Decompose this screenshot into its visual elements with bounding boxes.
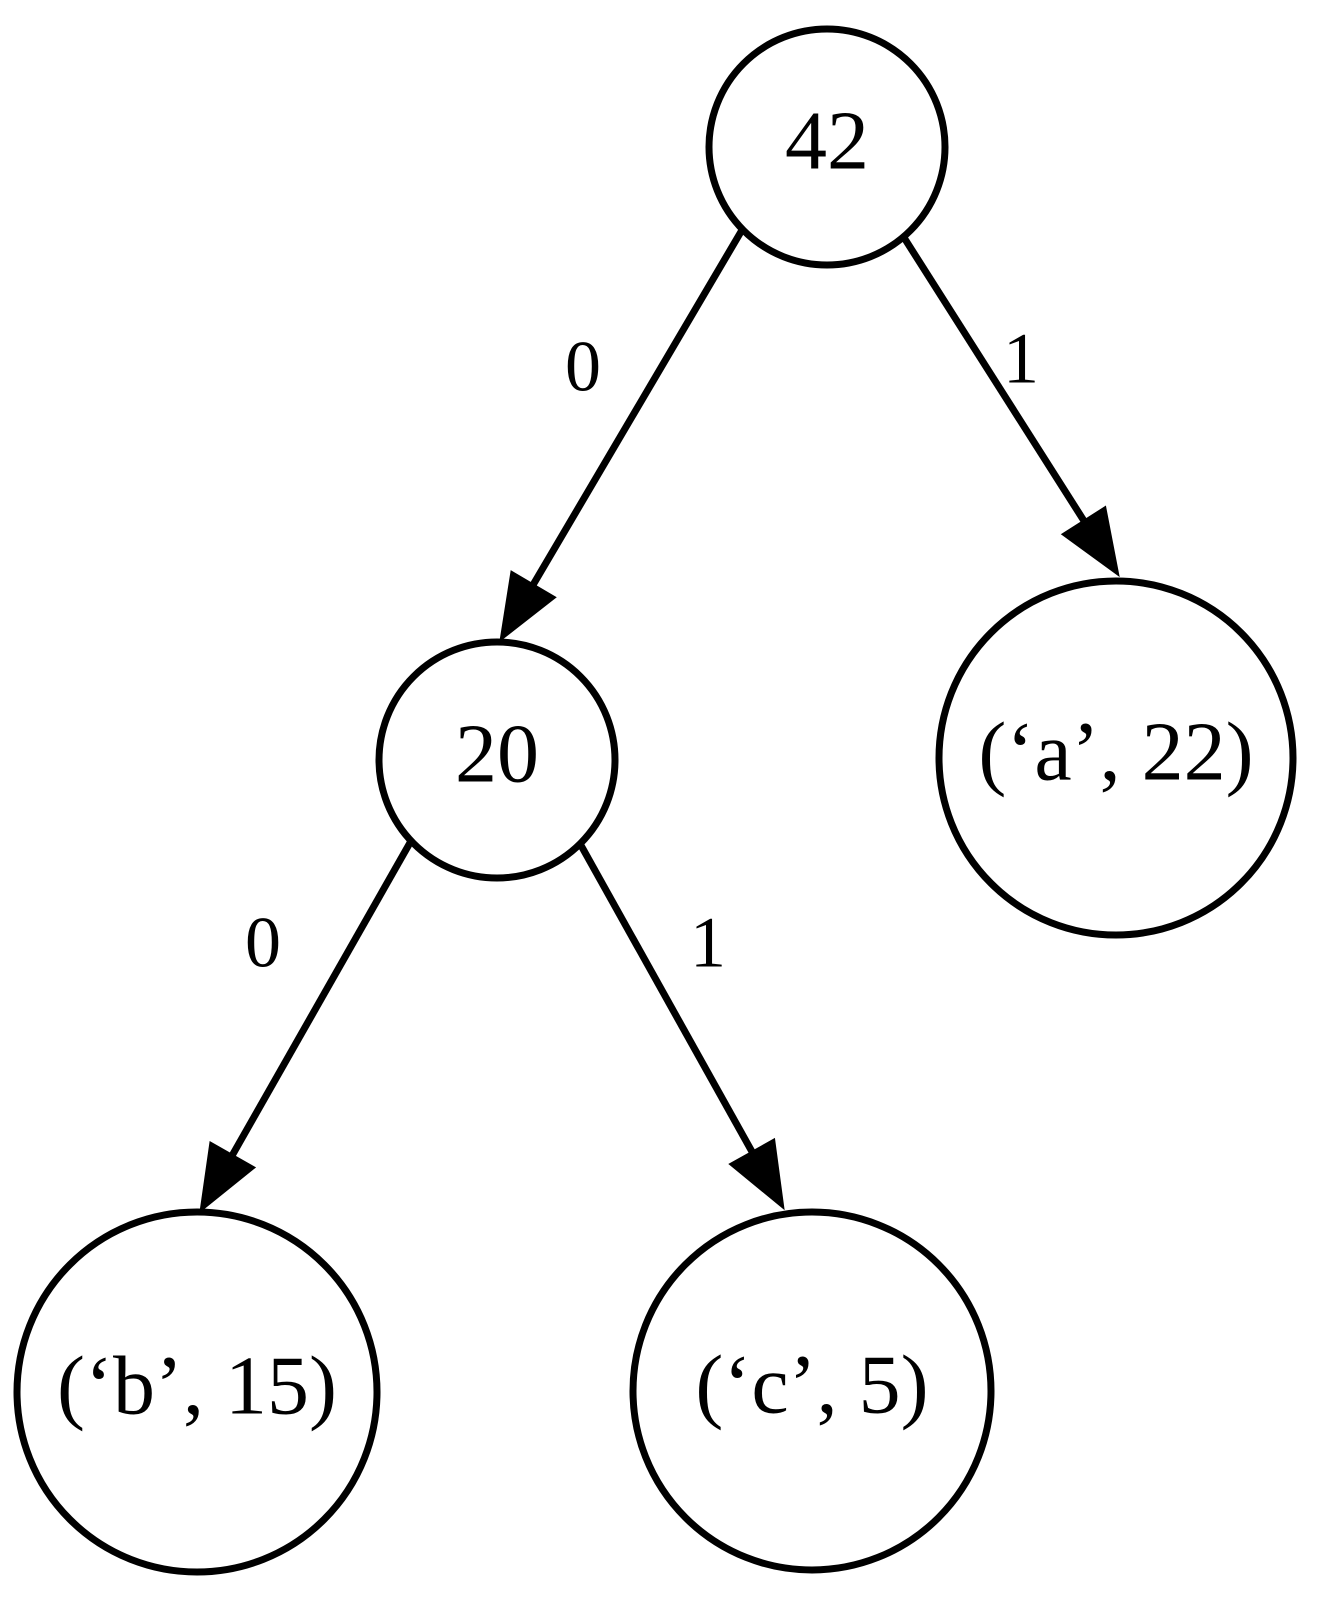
nodes-layer: 42 20 (‘a’, 22) (‘b’, 15) (‘c’, 5): [13, 25, 1297, 1576]
edge-shaft: [574, 838, 758, 1159]
node-circle[interactable]: [13, 1208, 381, 1576]
node-circle[interactable]: [705, 25, 949, 269]
edge-n20-to-leafB: [199, 839, 415, 1214]
node-circle[interactable]: [629, 1208, 995, 1574]
edge-shaft: [226, 839, 415, 1162]
edge-root-to-n20: [499, 228, 746, 643]
arrow-head-icon: [728, 1137, 785, 1211]
node-label: 20: [455, 707, 539, 800]
edge-label-n20-to-leafB: 0: [245, 903, 281, 983]
edge-shaft: [900, 234, 1090, 528]
node-label: (‘b’, 15): [57, 1339, 337, 1432]
node-label: 42: [785, 94, 869, 187]
arrow-head-icon: [499, 570, 557, 643]
edge-shaft: [527, 228, 746, 592]
edge-label-root-to-n20: 0: [565, 327, 601, 407]
arrow-head-icon: [1060, 505, 1120, 578]
node-circle[interactable]: [375, 638, 619, 882]
edges-layer: [199, 228, 1120, 1214]
node-root[interactable]: 42: [705, 25, 949, 269]
edge-label-root-to-leafA: 1: [1003, 319, 1039, 399]
edge-labels-layer: 0 1 0 1: [245, 319, 1039, 983]
edge-label-n20-to-leafC: 1: [690, 903, 726, 983]
node-circle[interactable]: [935, 577, 1297, 939]
edge-root-to-leafA: [900, 234, 1120, 578]
node-label: (‘c’, 5): [695, 1338, 928, 1431]
edge-n20-to-leafC: [574, 838, 785, 1211]
node-leafA[interactable]: (‘a’, 22): [935, 577, 1297, 939]
node-label: (‘a’, 22): [978, 705, 1253, 798]
node-n20[interactable]: 20: [375, 638, 619, 882]
node-leafB[interactable]: (‘b’, 15): [13, 1208, 381, 1576]
node-leafC[interactable]: (‘c’, 5): [629, 1208, 995, 1574]
arrow-head-icon: [199, 1140, 257, 1214]
